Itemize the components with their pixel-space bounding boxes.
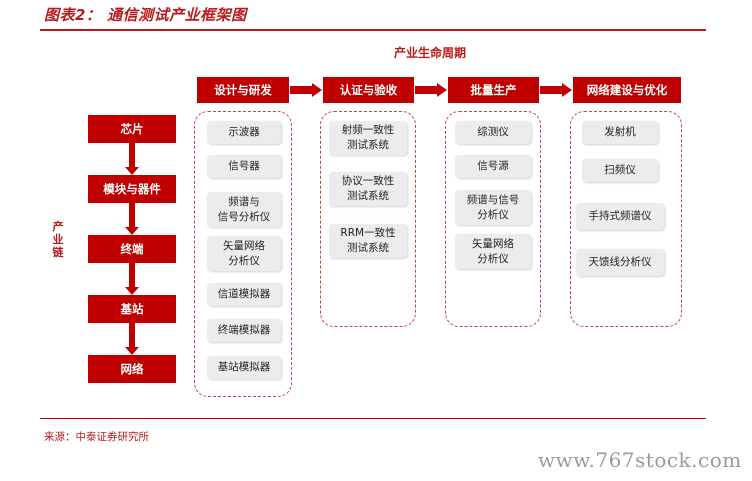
stage-arrow-3 bbox=[540, 83, 572, 97]
chain-base-station: 基站 bbox=[88, 295, 176, 323]
item-signal-source: 信号源 bbox=[455, 155, 531, 178]
stage-production: 批量生产 bbox=[448, 77, 539, 103]
item-handheld-spectrum-analyzer: 手持式频谱仪 bbox=[576, 203, 664, 230]
stage-network: 网络建设与优化 bbox=[573, 77, 681, 103]
chain-chip: 芯片 bbox=[88, 115, 176, 143]
item-rrm-conformance-system: RRM一致性 测试系统 bbox=[329, 224, 407, 258]
item-vector-network-analyzer: 矢量网络 分析仪 bbox=[207, 236, 281, 271]
item-rf-conformance-system: 射频一致性 测试系统 bbox=[329, 121, 407, 155]
footer-rule bbox=[40, 418, 706, 419]
item-spectrum-signal-analyzer-2: 频谱与信号 分析仪 bbox=[455, 190, 531, 225]
item-signal-generator: 信号器 bbox=[207, 155, 281, 178]
chain-module: 模块与器件 bbox=[88, 175, 176, 203]
item-sweep-instrument: 扫频仪 bbox=[582, 159, 658, 182]
item-antenna-feeder-analyzer: 天馈线分析仪 bbox=[576, 249, 664, 276]
chain-arrow-3 bbox=[125, 263, 139, 295]
watermark: www.767stock.com bbox=[538, 448, 742, 472]
source-note: 来源：中泰证券研究所 bbox=[44, 431, 149, 443]
item-vector-network-analyzer-2: 矢量网络 分析仪 bbox=[455, 234, 531, 269]
item-base-station-emulator: 基站模拟器 bbox=[207, 356, 281, 379]
title-rule bbox=[40, 29, 706, 31]
chain-arrow-4 bbox=[125, 323, 139, 355]
item-comprehensive-tester: 综测仪 bbox=[455, 121, 531, 144]
item-protocol-conformance-system: 协议一致性 测试系统 bbox=[329, 172, 407, 206]
chain-network: 网络 bbox=[88, 355, 176, 383]
chain-label: 产业链 bbox=[52, 220, 64, 259]
chain-arrow-2 bbox=[125, 203, 139, 235]
item-transmitter: 发射机 bbox=[582, 121, 658, 144]
column-network bbox=[570, 111, 682, 327]
item-terminal-emulator: 终端模拟器 bbox=[207, 319, 281, 342]
figure-title: 图表2： 通信测试产业框架图 bbox=[44, 6, 247, 24]
lifecycle-label: 产业生命周期 bbox=[393, 46, 466, 60]
column-production bbox=[445, 111, 541, 327]
item-channel-emulator: 信道模拟器 bbox=[207, 283, 281, 306]
stage-arrow-1 bbox=[290, 83, 322, 97]
item-spectrum-signal-analyzer: 频谱与 信号分析仪 bbox=[207, 192, 281, 227]
chain-terminal: 终端 bbox=[88, 235, 176, 263]
chain-arrow-1 bbox=[125, 143, 139, 175]
stage-arrow-2 bbox=[415, 83, 447, 97]
column-certification bbox=[320, 111, 416, 327]
item-oscilloscope: 示波器 bbox=[207, 121, 281, 144]
stage-certification: 认证与验收 bbox=[323, 77, 414, 103]
column-design bbox=[194, 111, 292, 397]
stage-design: 设计与研发 bbox=[197, 77, 289, 103]
